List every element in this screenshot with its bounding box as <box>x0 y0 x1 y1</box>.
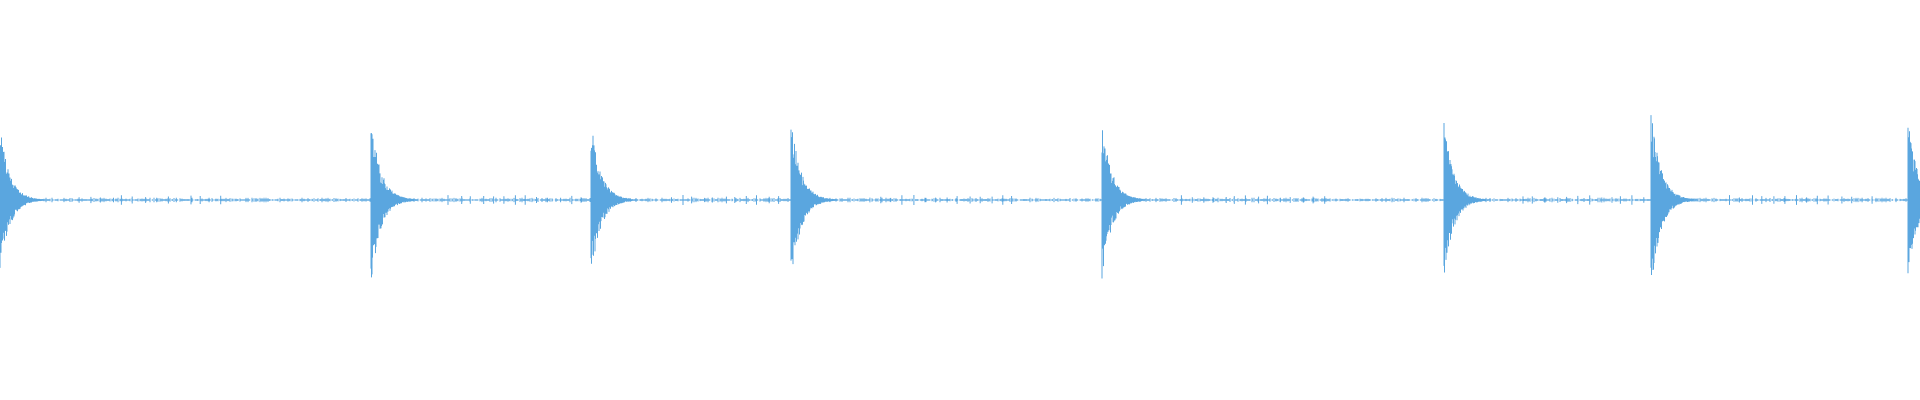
waveform-transient <box>1101 130 1326 279</box>
waveform-transient <box>1907 127 1920 274</box>
waveform-bursts <box>0 115 1920 279</box>
waveform-transient <box>590 135 813 264</box>
waveform-transient <box>1650 115 1873 275</box>
waveform-transient <box>1443 123 1669 273</box>
waveform-transient <box>370 133 592 278</box>
waveform-transient <box>0 137 222 268</box>
waveform-noise <box>0 197 1919 203</box>
waveform-transient <box>790 129 1013 265</box>
